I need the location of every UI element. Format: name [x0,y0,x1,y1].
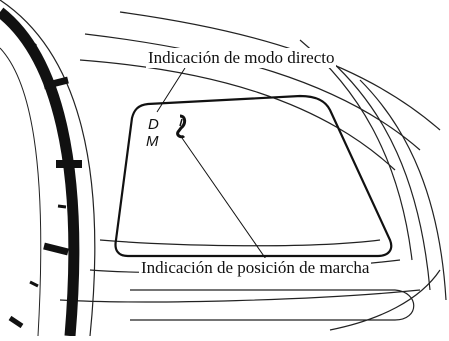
callout-gear-position: Indicación de posición de marcha [139,258,372,278]
mode-letter-m: M [146,133,159,150]
display-window [114,94,393,258]
gauge-ticks [8,42,82,329]
gear-digit-icon [176,114,187,139]
leader-lines [156,67,269,263]
leader-direct-mode [156,67,186,113]
callout-direct-mode: Indicación de modo directo [146,48,337,68]
leader-gear-position [181,137,269,263]
bezel-lines [59,11,447,331]
mode-letter-d: D [148,116,159,133]
